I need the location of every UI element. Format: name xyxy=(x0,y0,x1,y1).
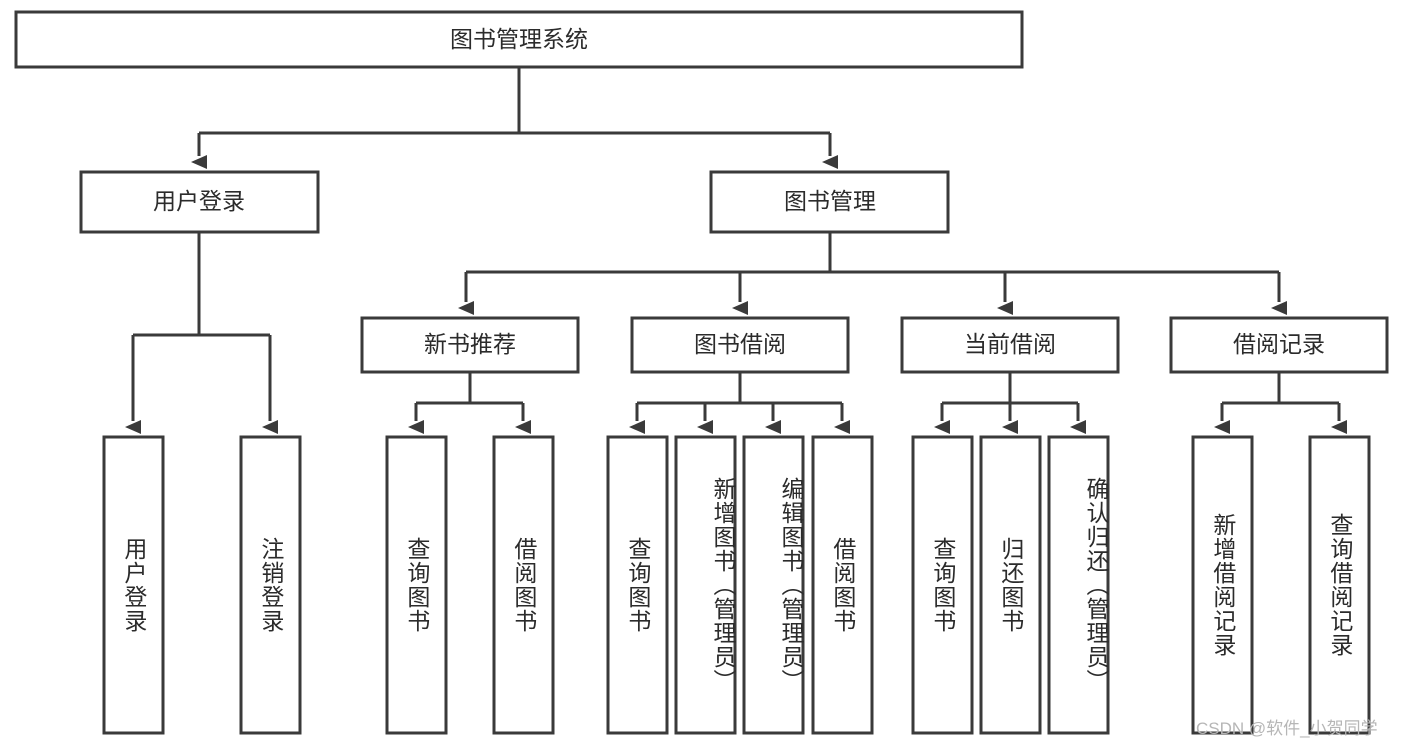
watermark-text: CSDN @软件_小贺同学 xyxy=(1196,719,1378,738)
leaf-current-borrow-2[interactable] xyxy=(979,435,1042,735)
node-book-borrow-label: 图书借阅 xyxy=(694,331,786,357)
leaf-book-borrow-3[interactable] xyxy=(742,435,805,735)
node-book-management[interactable]: 图书管理 xyxy=(709,170,950,234)
leaf-book-borrow-4[interactable] xyxy=(811,435,874,735)
leaf-user-login-2[interactable] xyxy=(239,435,302,735)
leaf-new-book-1[interactable] xyxy=(385,435,448,735)
node-new-book-recommend-label: 新书推荐 xyxy=(424,331,516,357)
leaf-current-borrow-1[interactable] xyxy=(911,435,974,735)
connector-current-borrow-to-leaves xyxy=(934,372,1086,434)
node-root-system[interactable]: 图书管理系统 xyxy=(14,10,1024,69)
connector-borrow-record-to-leaves xyxy=(1214,372,1347,434)
node-new-book-recommend[interactable]: 新书推荐 xyxy=(360,316,580,374)
node-borrow-record[interactable]: 借阅记录 xyxy=(1169,316,1389,374)
node-user-login-label: 用户登录 xyxy=(153,188,245,214)
leaf-current-borrow-3[interactable] xyxy=(1047,435,1110,735)
leaf-book-borrow-1[interactable] xyxy=(606,435,669,735)
leaf-borrow-record-2[interactable] xyxy=(1308,435,1371,735)
node-user-login[interactable]: 用户登录 xyxy=(79,170,320,234)
leaf-new-book-2[interactable] xyxy=(492,435,555,735)
node-root-label: 图书管理系统 xyxy=(450,26,588,52)
leaf-user-login-1[interactable] xyxy=(102,435,165,735)
node-current-borrow[interactable]: 当前借阅 xyxy=(900,316,1120,374)
leaf-borrow-record-1[interactable] xyxy=(1191,435,1254,735)
connector-new-book-to-leaves xyxy=(408,372,531,434)
node-current-borrow-label: 当前借阅 xyxy=(964,331,1056,357)
node-book-borrow[interactable]: 图书借阅 xyxy=(630,316,850,374)
node-borrow-record-label: 借阅记录 xyxy=(1233,331,1325,357)
leaf-book-borrow-2[interactable] xyxy=(674,435,737,735)
connector-root-to-level2 xyxy=(191,67,838,169)
node-book-management-label: 图书管理 xyxy=(784,188,876,214)
connector-user-login-to-leaves xyxy=(125,232,278,434)
connector-book-borrow-to-leaves xyxy=(629,372,850,434)
connector-book-manage-to-level3 xyxy=(458,232,1287,315)
